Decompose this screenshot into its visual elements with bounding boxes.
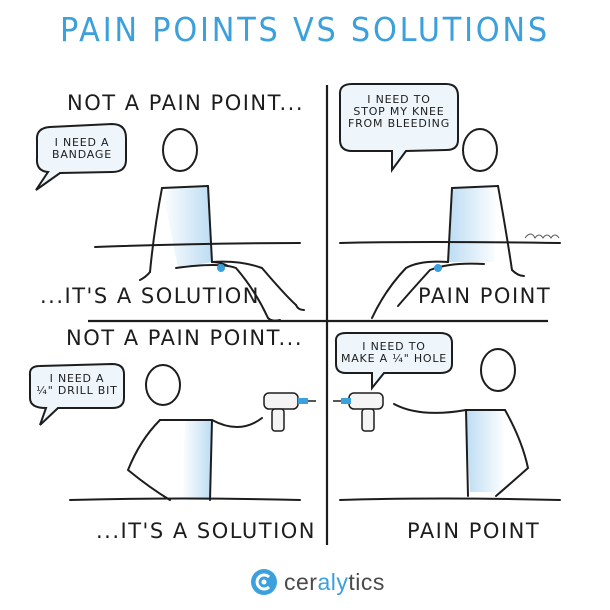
figure-bottom-right [334,332,561,501]
figure-top-left [35,122,305,322]
caption-pain-point-bottom: PAIN POINT [407,519,541,543]
speech-bubble-bottom-right [334,332,453,391]
head-bottom-right [480,348,516,392]
caption-solution-top: ...IT'S A SOLUTION [40,284,261,308]
wound-top-right [434,264,442,272]
torso-bottom-left [182,420,212,500]
speech-bubble-top-right [338,83,459,174]
speech-bubble-top-left [35,122,127,191]
speech-text-top-right: I NEED TO STOP MY KNEE FROM BLEEDING [347,93,451,130]
torso-top-left [162,186,212,268]
head-bottom-left [145,364,181,406]
ceralytics-logo-icon [251,569,277,595]
brand-footer: ceralytics [250,567,385,597]
head-top-left [162,128,198,172]
caption-not-pain-point-bottom: NOT A PAIN POINT... [66,326,304,350]
speech-text-bottom-right: I NEED TO MAKE A ¼" HOLE [340,340,448,365]
figure-top-right [338,83,561,319]
wound-top-left [217,264,225,272]
torso-bottom-right [466,410,505,492]
speech-bubble-bottom-left [28,362,125,426]
caption-not-pain-point-top: NOT A PAIN POINT... [67,91,305,115]
head-top-right [462,128,498,172]
page-title: PAIN POINTS VS SOLUTIONS [60,10,550,49]
speech-text-bottom-left: I NEED A ¼" DRILL BIT [36,372,118,397]
speech-text-top-left: I NEED A BANDAGE [52,136,112,161]
artist-signature [524,233,560,239]
torso-top-right [448,186,498,262]
caption-pain-point-top: PAIN POINT [418,284,552,308]
caption-solution-bottom: ...IT'S A SOLUTION [96,519,317,543]
brand-name: ceralytics [284,568,385,595]
drill-bottom-left [263,392,316,432]
drill-bottom-right [333,392,384,432]
figure-bottom-left [28,362,301,501]
